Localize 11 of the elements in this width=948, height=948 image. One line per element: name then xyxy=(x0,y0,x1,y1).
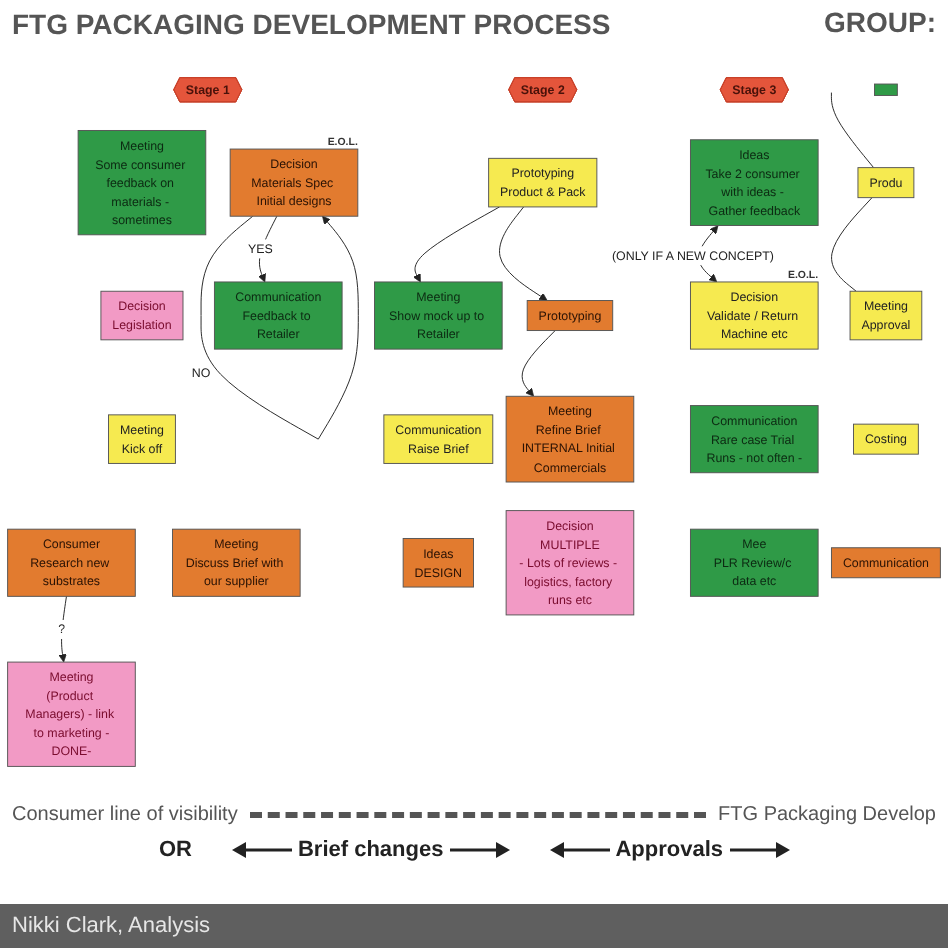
caption: Nikki Clark, Analysis xyxy=(12,914,211,938)
span-label: Brief changes xyxy=(297,838,444,862)
section-label: FTG Packaging Develop xyxy=(718,803,936,825)
group-label: GROUP: xyxy=(824,6,936,38)
span-label: Approvals xyxy=(615,838,724,862)
node-box xyxy=(874,83,898,96)
diagram-title: FTG PACKAGING DEVELOPMENT PROCESS xyxy=(12,8,611,40)
connector xyxy=(830,92,875,169)
visibility-line-label: Consumer line of visibility xyxy=(12,803,238,825)
connector xyxy=(831,197,873,292)
branch-label: OR xyxy=(158,838,192,862)
